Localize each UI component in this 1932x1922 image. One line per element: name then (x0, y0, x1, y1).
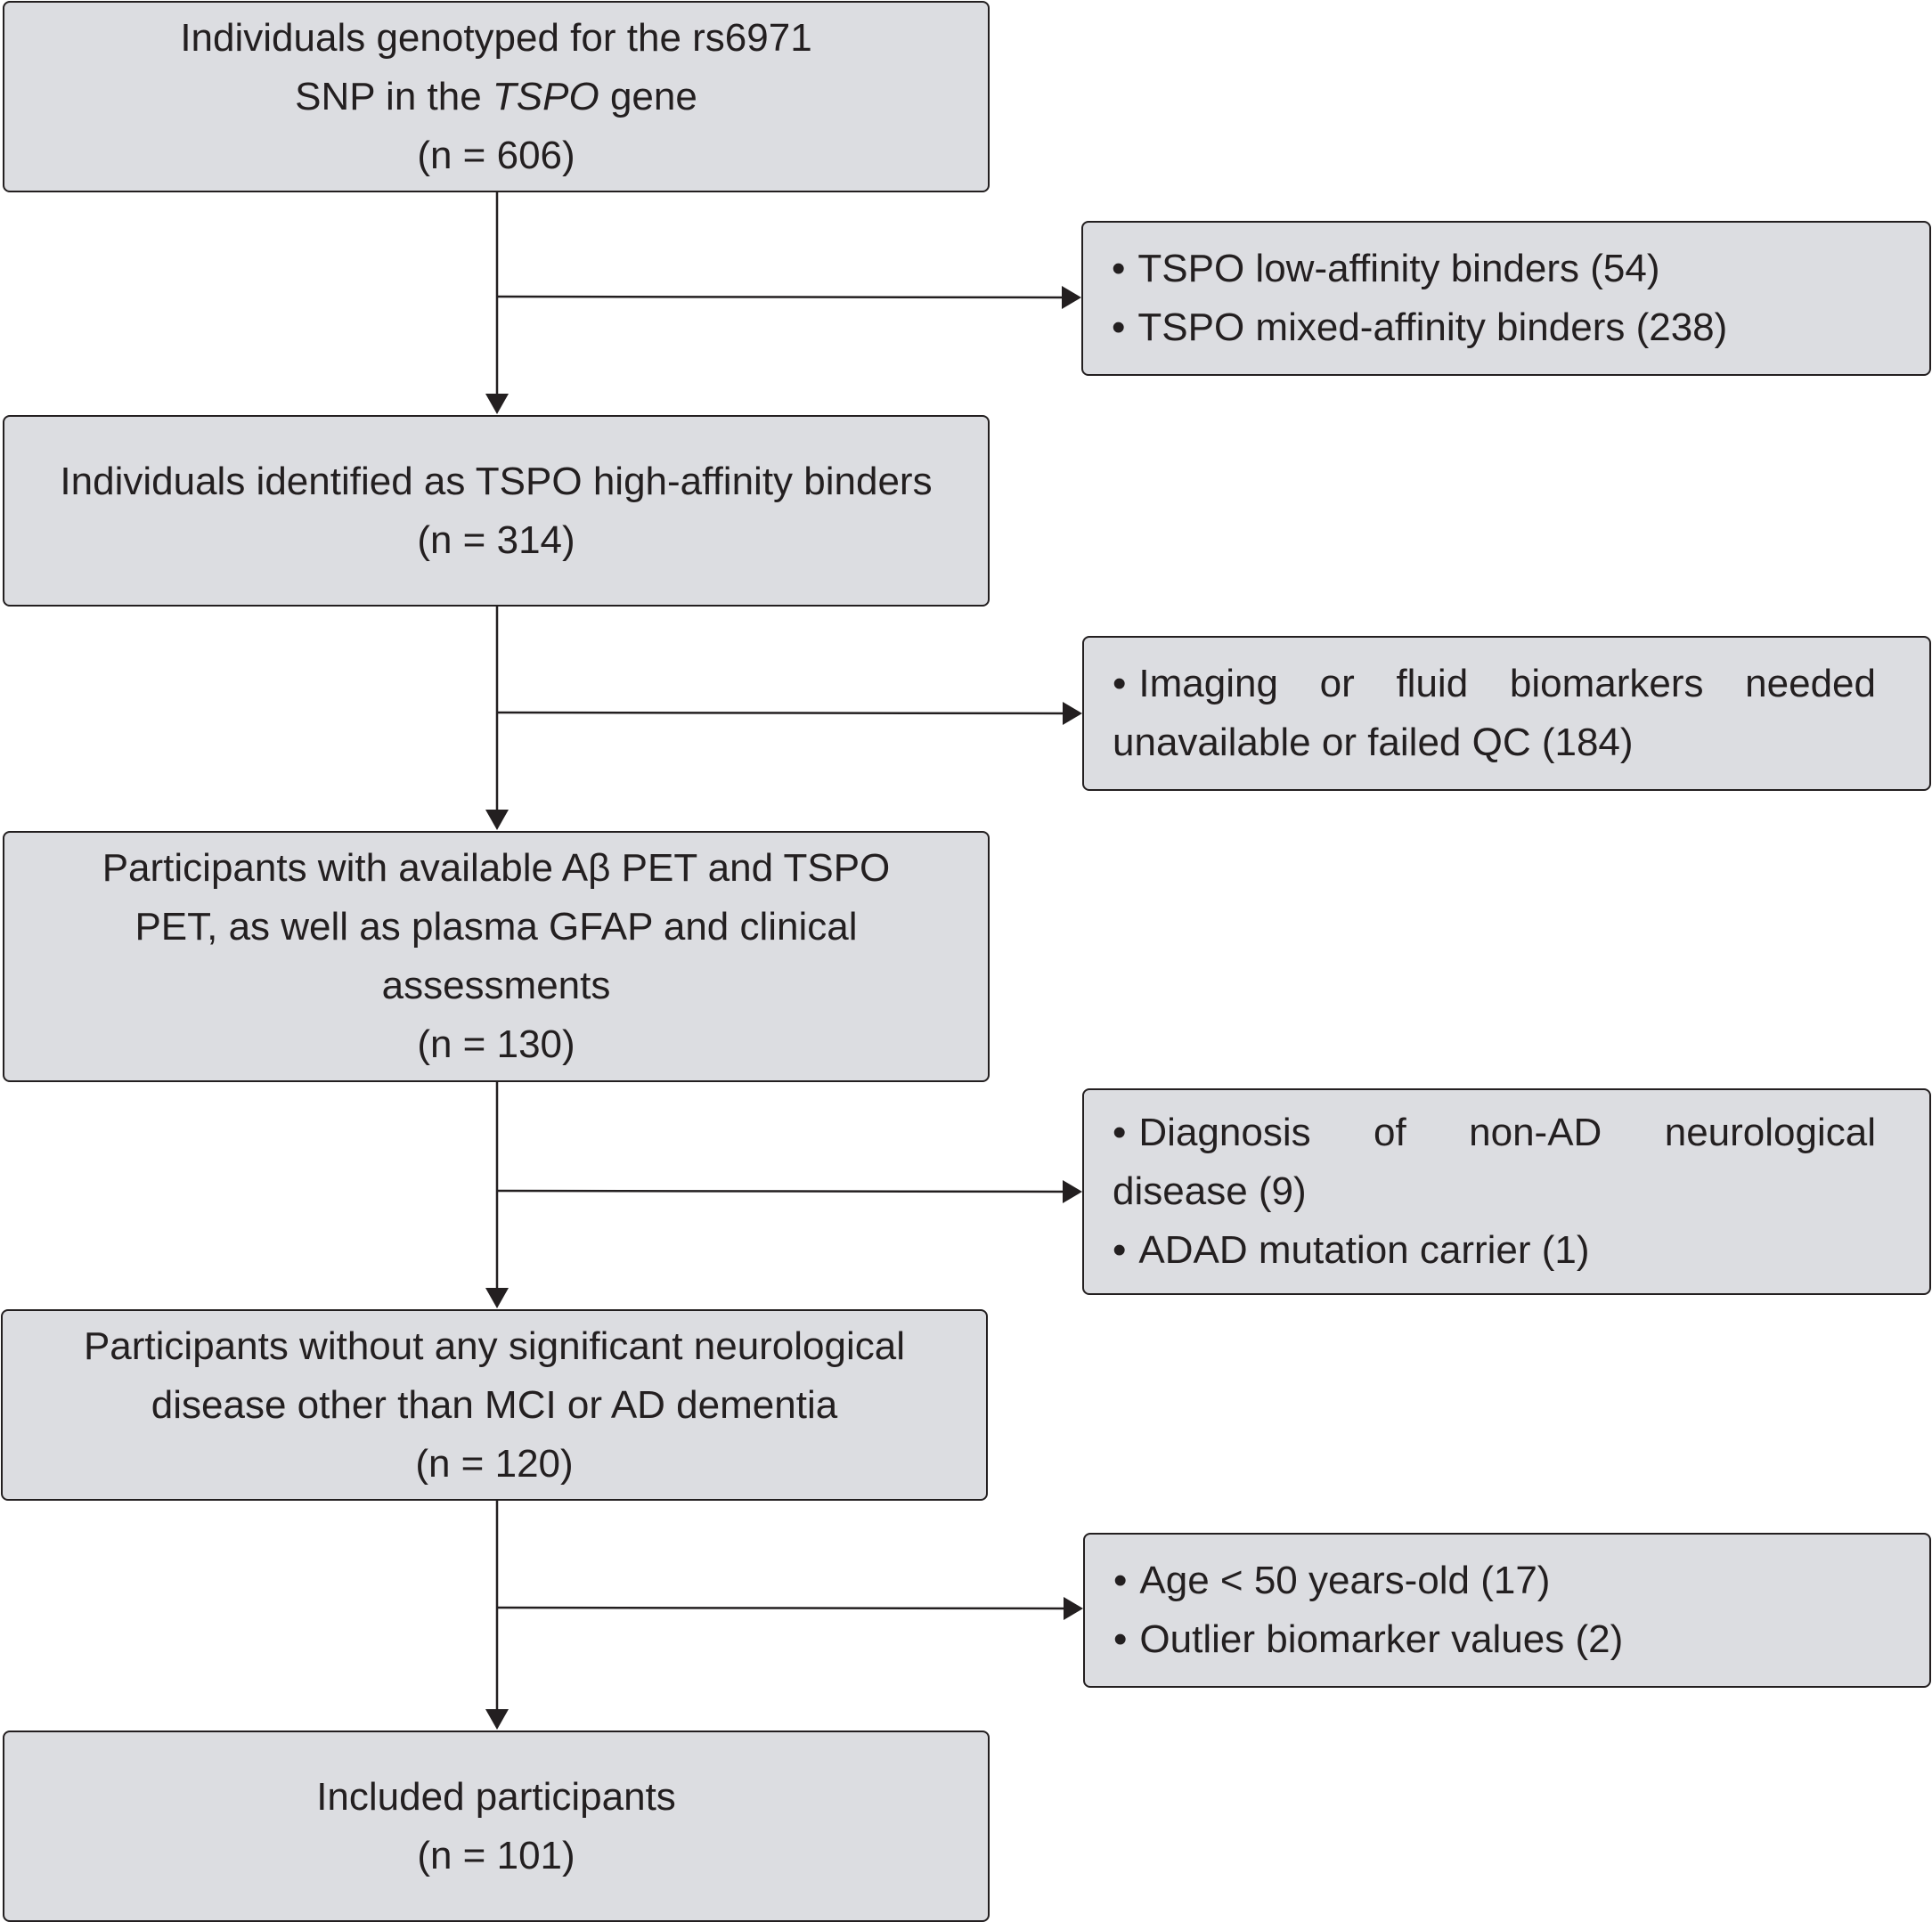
exclusion-item-text: Diagnosis of non-AD neurological (1138, 1111, 1876, 1154)
bullet-icon: • (1112, 305, 1126, 349)
right-arrowhead-2 (1063, 702, 1082, 725)
exclusion-item-text: Outlier biomarker values (2) (1139, 1617, 1624, 1661)
step-no-neuro-line-1: Participants without any significant neu… (83, 1323, 906, 1368)
bullet-icon: • (1112, 247, 1126, 290)
exclusion-item: • Age < 50 years-old (17) (1113, 1551, 1876, 1610)
step-genotyped-text-a: SNP in the (295, 74, 482, 118)
step-available-line-1: Participants with available Aβ PET and T… (102, 846, 891, 890)
step-high-affinity-count: (n = 314) (417, 517, 575, 562)
exclusion-item: • Imaging or fluid biomarkers needed unav… (1113, 655, 1876, 772)
step-available-count: (n = 130) (417, 1022, 575, 1066)
exclusion-age-outlier-box: •Age < 50 years-old (17) •Outlier biomar… (1083, 1533, 1931, 1688)
exclusion-neuro-disease-box: • Diagnosis of non-AD neurological diseas… (1082, 1088, 1931, 1295)
exclusion-item-text: Age < 50 years-old (17) (1139, 1559, 1551, 1602)
step-available-line-2: PET, as well as plasma GFAP and clinical (135, 905, 858, 949)
bullet-icon: • (1113, 1228, 1127, 1272)
step-included-box: Included participants (n = 101) (3, 1731, 990, 1922)
step-genotyped-count: (n = 606) (417, 133, 575, 177)
exclusion-item-text: TSPO mixed-affinity binders (238) (1137, 305, 1728, 349)
exclusion-item-first-line: • Imaging or fluid biomarkers needed (1113, 655, 1876, 713)
bullet-icon: • (1113, 1617, 1128, 1661)
down-arrowhead-4 (485, 1709, 509, 1730)
step-included-count: (n = 101) (417, 1833, 575, 1877)
exclusion-item: •Outlier biomarker values (2) (1113, 1610, 1876, 1669)
step-no-neuro-count: (n = 120) (415, 1441, 574, 1486)
exclusion-item-first-line: • Diagnosis of non-AD neurological (1113, 1104, 1876, 1162)
bullet-icon: • (1113, 1111, 1127, 1154)
tspo-gene-italic: TSPO (492, 74, 599, 118)
step-available-biomarkers-box: Participants with available Aβ PET and T… (3, 831, 990, 1082)
exclusion-item-text: TSPO low-affinity binders (54) (1137, 247, 1660, 290)
step-available-line-3: assessments (381, 964, 611, 1007)
bullet-icon: • (1113, 662, 1127, 705)
exclusion-item-text-cont: unavailable or failed QC (184) (1113, 721, 1634, 764)
exclusion-item-text-cont: disease (9) (1113, 1169, 1307, 1213)
right-arrowhead-4 (1064, 1597, 1083, 1620)
bullet-icon: • (1113, 1559, 1128, 1602)
right-arrowhead-1 (1062, 286, 1081, 309)
step-high-affinity-box: Individuals identified as TSPO high-affi… (3, 415, 990, 607)
branch-connector-3 (496, 1189, 1065, 1193)
step-no-neuro-disease-box: Participants without any significant neu… (1, 1309, 988, 1501)
step-genotyped-line-1: Individuals genotyped for the rs6971 (180, 15, 812, 60)
step-genotyped-box: Individuals genotyped for the rs6971 SNP… (3, 1, 990, 192)
down-arrowhead-3 (485, 1288, 509, 1308)
step-included-label: Included participants (316, 1774, 676, 1819)
exclusion-item: •ADAD mutation carrier (1) (1113, 1221, 1876, 1280)
step-genotyped-text-b: gene (609, 74, 697, 118)
exclusion-item-text: ADAD mutation carrier (1) (1138, 1228, 1590, 1272)
step-high-affinity-label: Individuals identified as TSPO high-affi… (60, 459, 933, 503)
step-no-neuro-line-2: disease other than MCI or AD dementia (151, 1382, 838, 1427)
exclusion-item: • TSPO low-affinity binders (54) (1112, 240, 1876, 298)
exclusion-item: •TSPO mixed-affinity binders (238) (1112, 298, 1876, 357)
exclusion-item: • Diagnosis of non-AD neurological diseas… (1113, 1104, 1876, 1221)
step-genotyped-line-2: SNP in the TSPO gene (295, 68, 697, 126)
down-arrowhead-1 (485, 394, 509, 414)
right-arrowhead-3 (1063, 1180, 1082, 1203)
exclusion-affinity-box: •TSPO low-affinity binders (54) •TSPO mi… (1081, 221, 1931, 376)
exclusion-item-text: Imaging or fluid biomarkers needed (1138, 662, 1876, 705)
exclusion-biomarkers-box: • Imaging or fluid biomarkers needed unav… (1082, 636, 1931, 791)
down-arrowhead-2 (485, 810, 509, 830)
